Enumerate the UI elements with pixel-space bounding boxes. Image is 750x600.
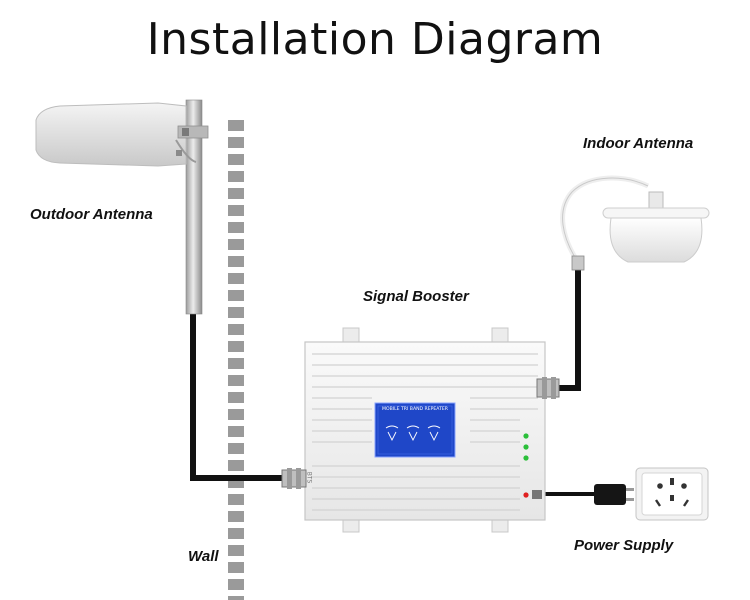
outdoor-antenna xyxy=(35,99,209,315)
power-socket xyxy=(635,467,709,521)
indoor-antenna xyxy=(560,175,710,271)
signal-booster xyxy=(281,327,560,533)
indoor-antenna-label: Indoor Antenna xyxy=(583,135,694,152)
booster-screen-title: MOBILE TRI BAND REPEATER xyxy=(381,407,448,412)
outdoor-antenna-label: Outdoor Antenna xyxy=(30,206,153,223)
signal-booster-label: Signal Booster xyxy=(363,288,469,305)
diagram-title: Installation Diagram xyxy=(146,14,604,65)
wall-label: Wall xyxy=(188,548,219,565)
cables xyxy=(190,265,595,496)
booster-port-label: BTS xyxy=(305,471,313,484)
signal-bars-icon xyxy=(385,425,441,442)
power-adapter xyxy=(594,484,634,505)
power-supply-label: Power Supply xyxy=(574,537,674,554)
